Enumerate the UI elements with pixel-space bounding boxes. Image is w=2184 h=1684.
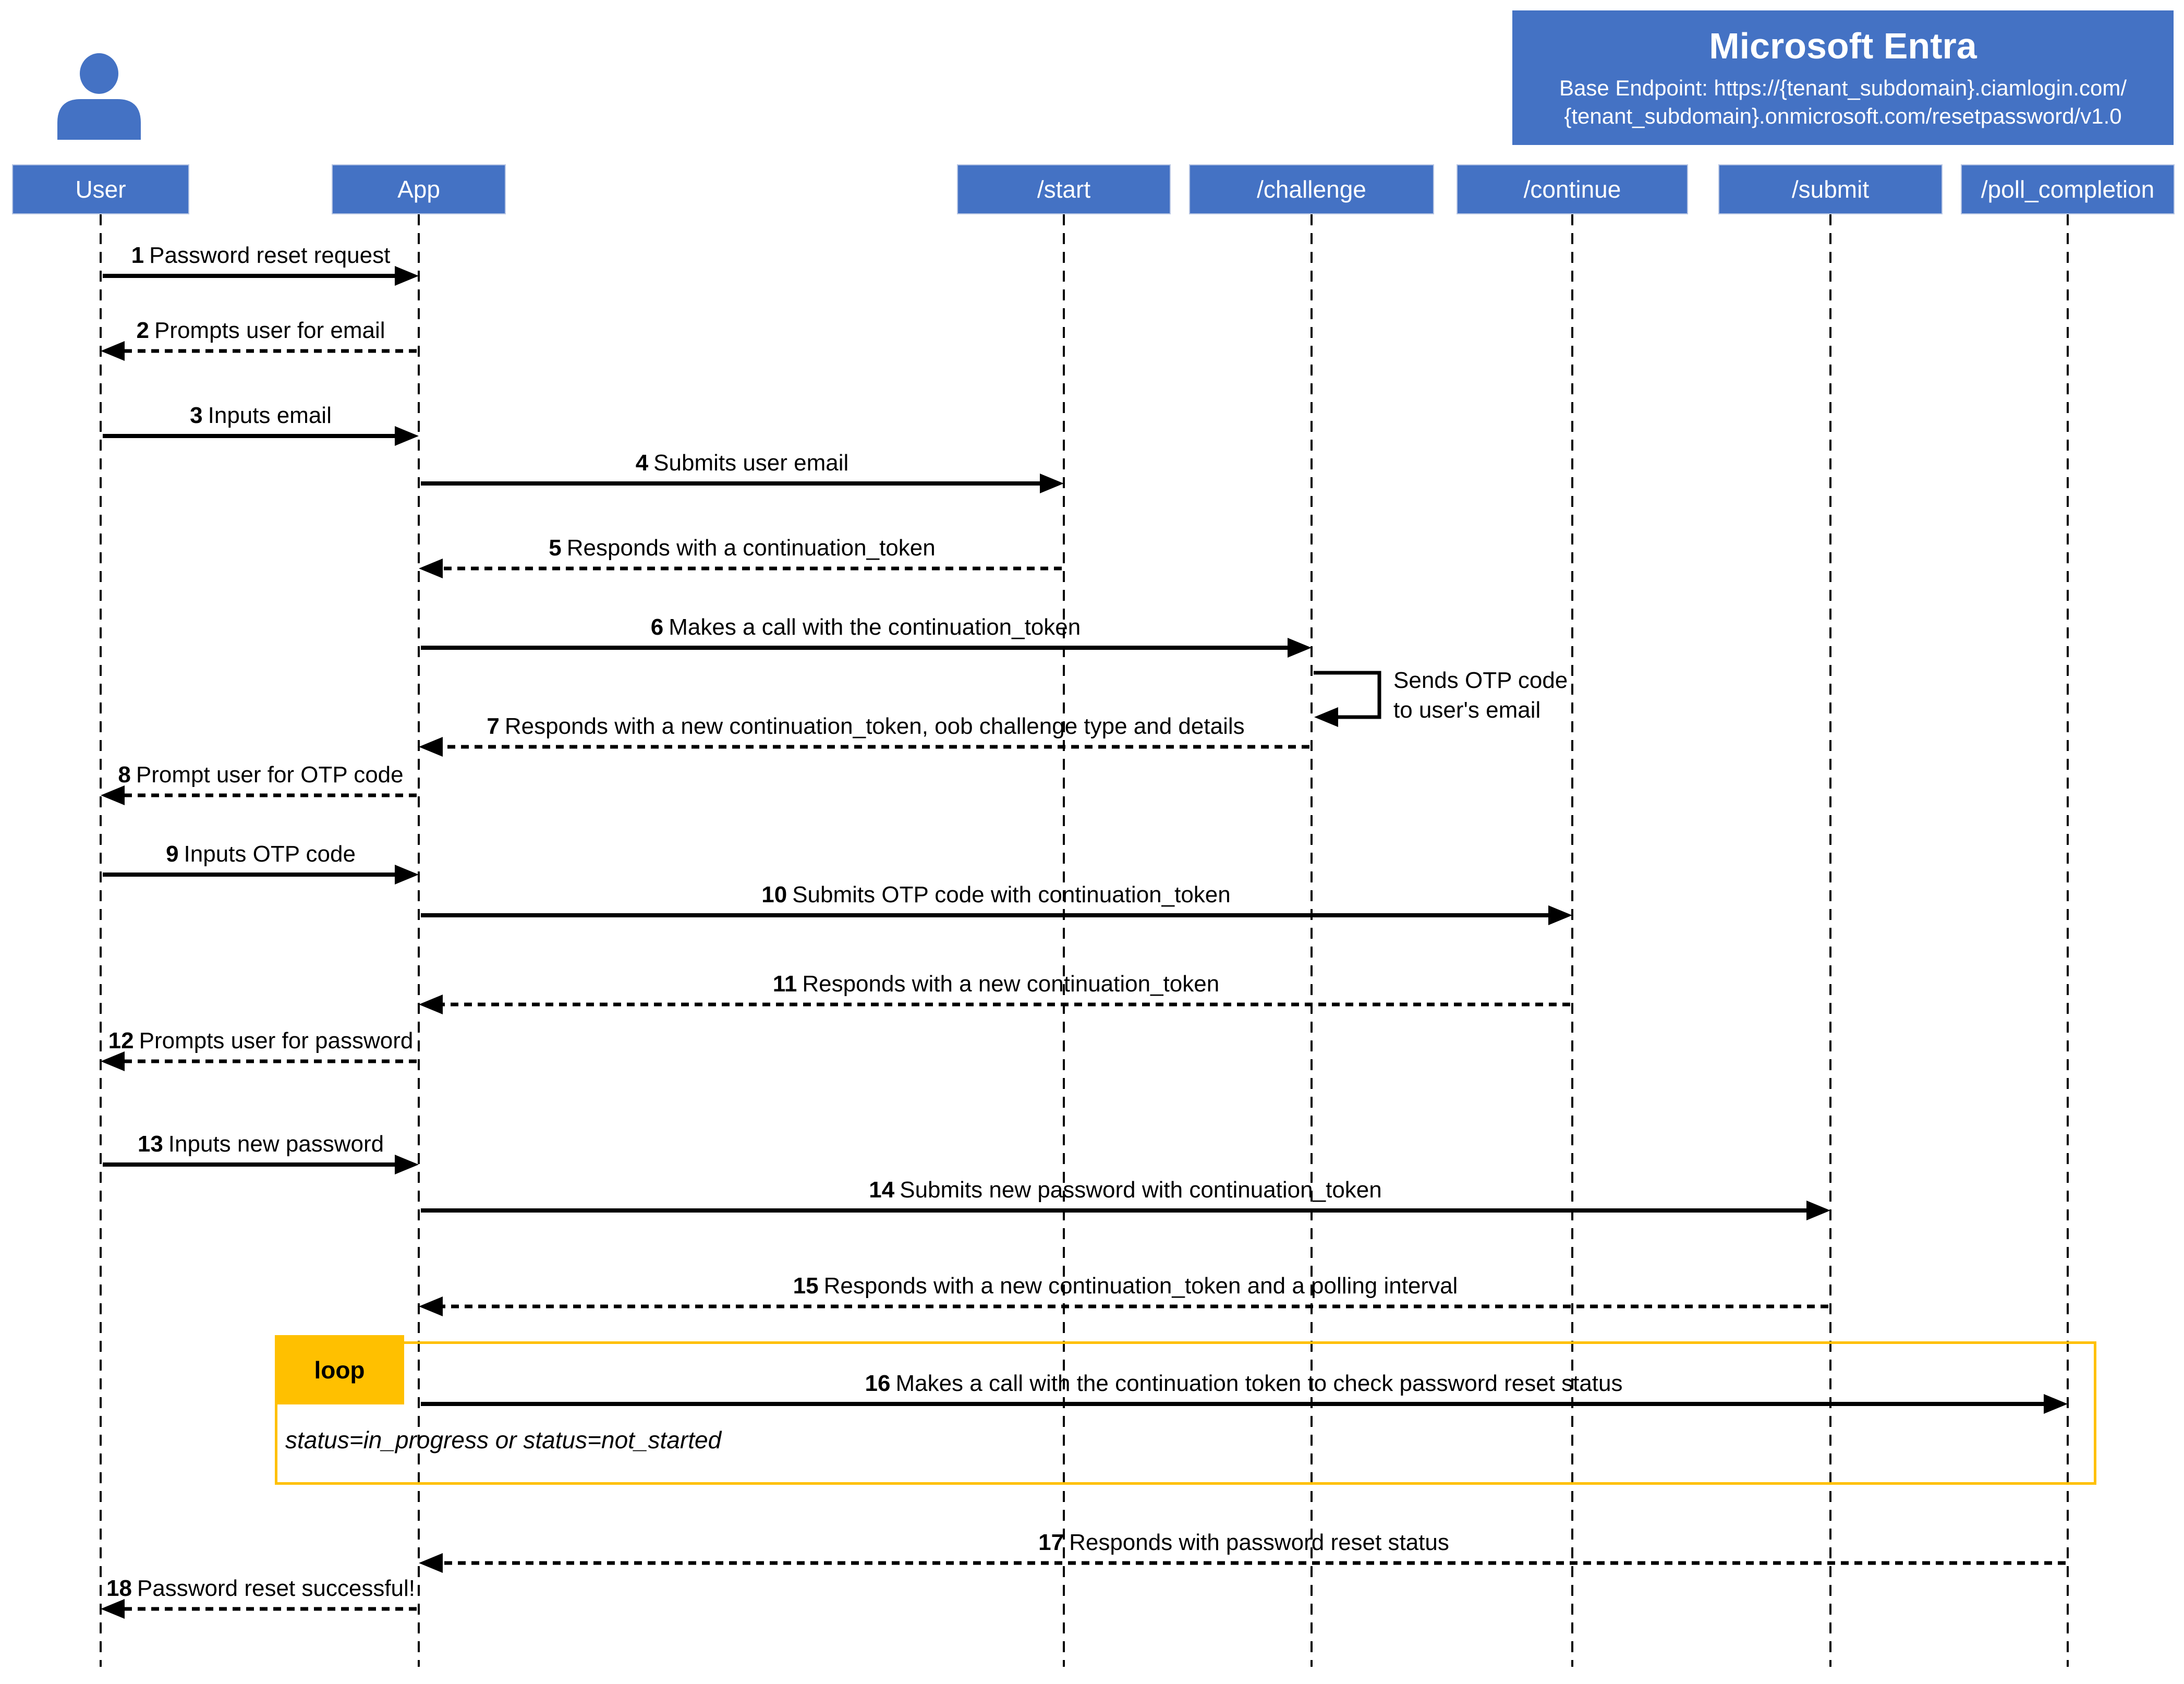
- message-3-arrow: [103, 426, 419, 446]
- lifeline-box-start: /start: [957, 164, 1171, 214]
- entra-endpoint-line2: {tenant_subdomain}.onmicrosoft.com/reset…: [1564, 104, 2122, 128]
- message-10-arrow: [421, 905, 1572, 925]
- lifeline-label-poll-completion: /poll_completion: [1981, 176, 2155, 203]
- message-2-arrow: [101, 341, 417, 361]
- message-6-arrow: [421, 638, 1312, 658]
- lifeline-label-user: User: [75, 176, 126, 203]
- message-18-arrow: [101, 1599, 417, 1619]
- message-15-arrow: [419, 1297, 1828, 1316]
- loop-label: loop: [275, 1335, 404, 1404]
- lifeline-label-start: /start: [1037, 176, 1091, 203]
- user-actor-icon: [57, 53, 141, 140]
- lifeline-box-poll-completion: /poll_completion: [1961, 164, 2175, 214]
- self-note-line2: to user's email: [1393, 697, 1541, 723]
- lifeline-box-continue: /continue: [1457, 164, 1688, 214]
- message-14-arrow: [421, 1201, 1830, 1220]
- message-4-arrow: [421, 474, 1064, 493]
- challenge-self-message-arrow: [1314, 671, 1381, 727]
- loop-condition: status=in_progress or status=not_started: [285, 1426, 722, 1453]
- lifeline-label-submit: /submit: [1791, 176, 1870, 203]
- self-note-line1: Sends OTP code: [1393, 668, 1568, 693]
- entra-header-box: Microsoft Entra Base Endpoint: https://{…: [1512, 10, 2174, 145]
- lifeline-box-challenge: /challenge: [1189, 164, 1434, 214]
- entra-endpoint-line1: Base Endpoint: https://{tenant_subdomain…: [1559, 76, 2127, 100]
- entra-title: Microsoft Entra: [1709, 26, 1977, 66]
- lifeline-label-continue: /continue: [1523, 176, 1621, 203]
- message-8-arrow: [101, 785, 417, 805]
- loop-frame: [275, 1341, 2096, 1485]
- message-5-arrow: [419, 559, 1062, 578]
- lifeline-label-challenge: /challenge: [1257, 176, 1366, 203]
- message-17-arrow: [419, 1553, 2066, 1573]
- message-16-arrow: [421, 1394, 2068, 1414]
- message-11-arrow: [419, 995, 1570, 1014]
- lifeline-label-app: App: [397, 176, 440, 203]
- message-1-arrow: [103, 266, 419, 286]
- lifeline-box-submit: /submit: [1718, 164, 1943, 214]
- message-13-arrow: [103, 1155, 419, 1174]
- message-12-arrow: [101, 1051, 417, 1071]
- lifeline-box-user: User: [12, 164, 189, 214]
- message-7-arrow: [419, 737, 1309, 757]
- lifeline-box-app: App: [332, 164, 506, 214]
- message-9-arrow: [103, 865, 419, 885]
